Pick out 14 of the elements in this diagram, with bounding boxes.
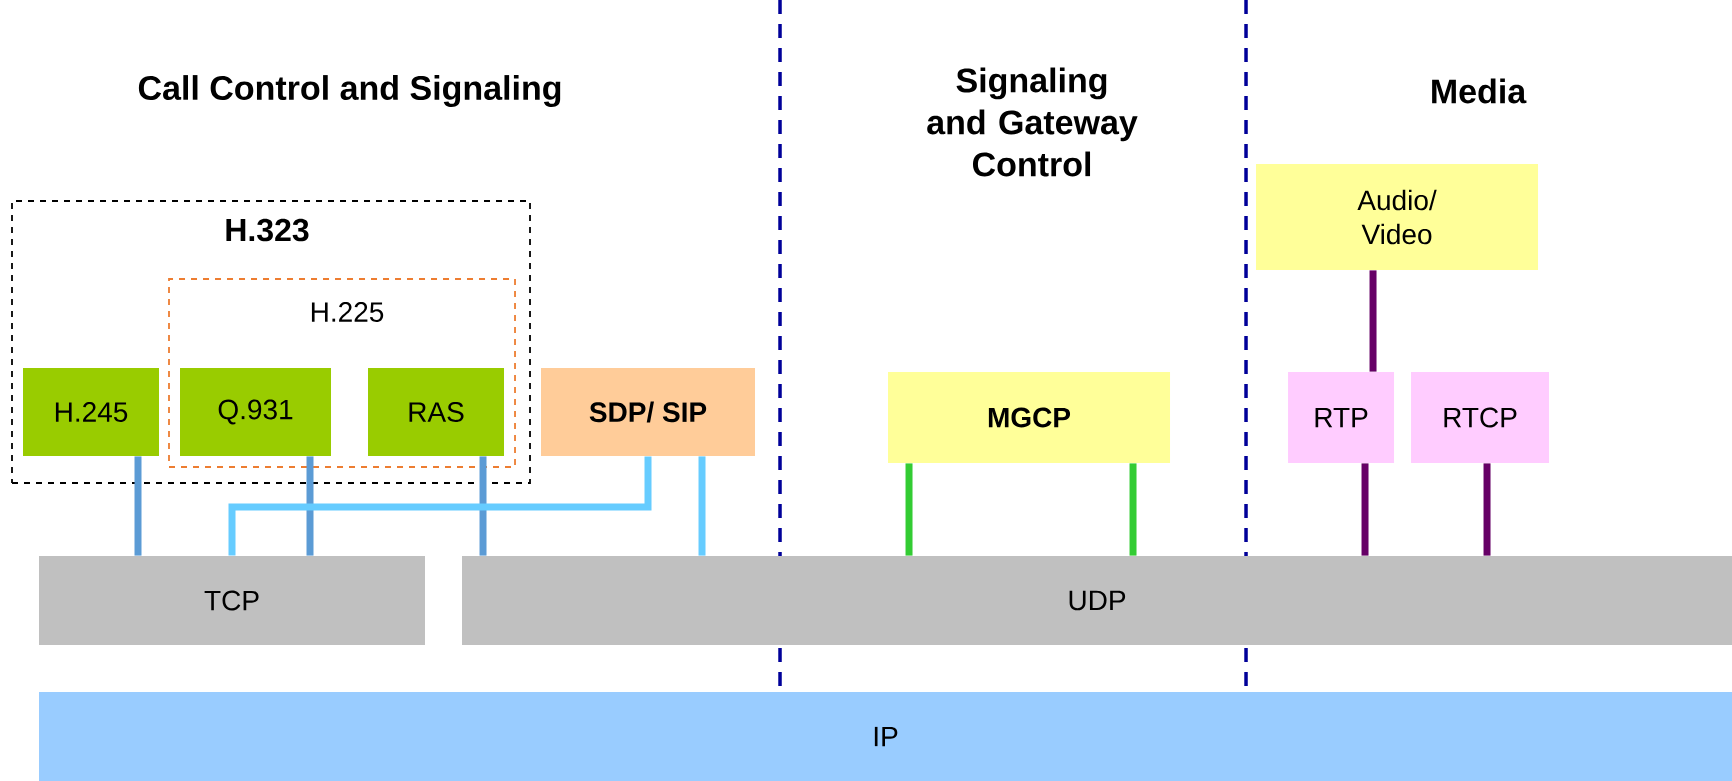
layer-bar: IP xyxy=(39,692,1732,781)
protocol-box: RTCP xyxy=(1411,372,1550,463)
layer-bar: UDP xyxy=(462,556,1732,645)
section-heading: Media xyxy=(1432,78,1527,104)
protocol-box: H.245 xyxy=(23,368,159,456)
layer-bar: TCP xyxy=(39,556,425,645)
protocol-box: RTP xyxy=(1288,372,1395,463)
protocol-box: Q.931 xyxy=(180,368,331,456)
section-heading: Signaling and Gateway Control xyxy=(927,67,1138,177)
protocol-box: RAS xyxy=(368,368,504,456)
protocol-box: Audio/ Video xyxy=(1256,164,1539,270)
protocol-box: SDP/ SIP xyxy=(541,368,755,456)
section-heading: Call Control and Signaling xyxy=(138,75,561,107)
protocol-box: MGCP xyxy=(888,372,1170,463)
